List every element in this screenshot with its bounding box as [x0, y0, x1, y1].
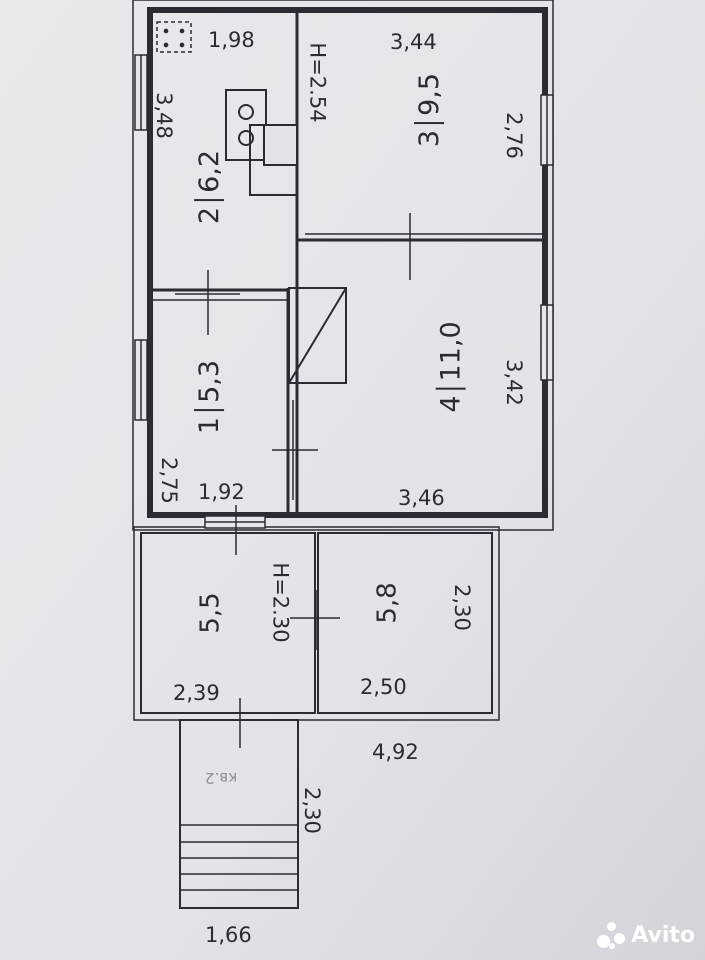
avito-watermark: Avito	[596, 920, 695, 950]
chimney	[288, 287, 347, 384]
dim-label: 2,50	[360, 675, 407, 699]
room-number: 2	[193, 206, 225, 225]
room-area: 6,2	[193, 149, 225, 193]
windows	[134, 54, 554, 529]
ceiling-height: H=2.30	[268, 562, 293, 643]
dim-label: 3,42	[501, 359, 526, 406]
avito-logo-icon	[596, 920, 626, 950]
dim-label: 3,48	[151, 92, 176, 139]
dim-label: 2,76	[501, 112, 526, 159]
room-number: 3	[413, 129, 445, 148]
stove	[225, 89, 298, 196]
stairs	[180, 824, 298, 891]
dim-label: 2,30	[449, 584, 474, 631]
porch-annotation: кв.2	[205, 769, 238, 787]
dim-label: 3,46	[398, 486, 445, 510]
dim-label: 1,98	[208, 28, 255, 52]
room-6-area: 5,8	[372, 582, 403, 624]
watermark-text: Avito	[631, 922, 695, 948]
door-marks	[175, 213, 455, 748]
room-area: 9,5	[413, 72, 445, 116]
room-area: 5,3	[193, 359, 225, 403]
dim-label: 1,66	[205, 923, 252, 947]
dim-label: 3,44	[390, 30, 437, 54]
room-5-area: 5,5	[195, 592, 226, 634]
sink-fixture	[156, 21, 192, 53]
dim-label: 2,39	[173, 681, 220, 705]
dim-label: 2,30	[299, 787, 324, 834]
ceiling-height: H=2.54	[305, 42, 330, 123]
dim-label: 1,92	[198, 480, 245, 504]
room-number: 4	[435, 395, 467, 413]
outer-walls	[132, 0, 554, 909]
room-area: 11,0	[435, 321, 467, 382]
room-number: 1	[193, 416, 225, 435]
dim-label: 4,92	[372, 740, 419, 764]
dim-label: 2,75	[156, 457, 181, 504]
